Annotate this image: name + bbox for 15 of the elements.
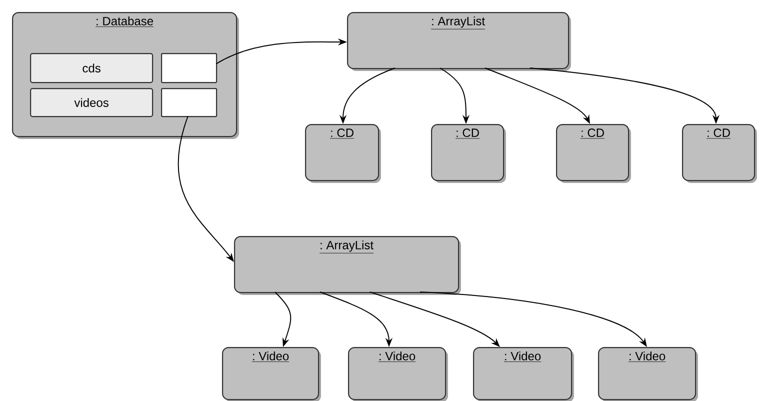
object-box: : Video — [598, 347, 696, 400]
object-box: : ArrayList — [234, 236, 460, 294]
object-box: : CD — [305, 124, 380, 182]
arrow — [370, 292, 500, 347]
object-box: : Video — [348, 347, 446, 400]
object-box: : Video — [473, 347, 572, 400]
object-box: : Video — [222, 347, 320, 400]
object-box: : CD — [556, 124, 630, 182]
field-box: cds — [30, 53, 154, 84]
object-box: : CD — [431, 124, 504, 182]
value-slot — [161, 53, 218, 84]
object-box: : ArrayList — [347, 12, 570, 70]
object-box: : CD — [682, 124, 756, 182]
field-box: videos — [30, 88, 154, 118]
value-slot — [161, 88, 218, 118]
